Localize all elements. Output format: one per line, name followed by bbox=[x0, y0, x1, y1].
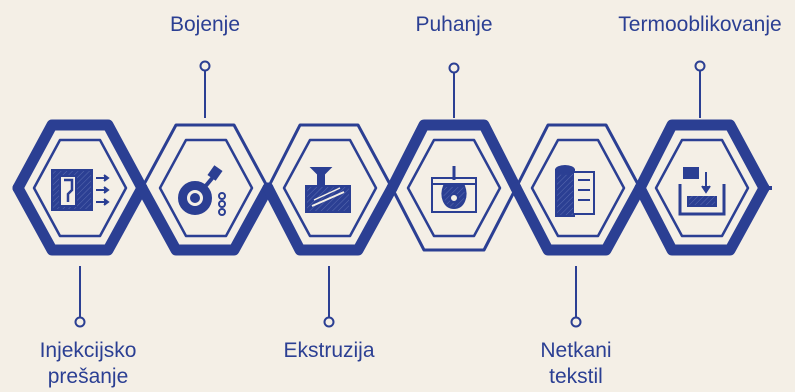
injection-molding-icon bbox=[51, 169, 110, 211]
hexagon-2-top bbox=[140, 123, 270, 190]
blow-molding-icon bbox=[431, 166, 477, 213]
hexagon-3-top bbox=[266, 123, 394, 190]
connector-pin-bottom-3 bbox=[570, 316, 582, 328]
hexagon-6-bottom bbox=[634, 182, 770, 256]
connector-pin-bottom-1 bbox=[74, 316, 86, 328]
hexagon-3-bottom bbox=[262, 182, 398, 256]
connector-pin-bottom-2 bbox=[323, 316, 335, 328]
hexagon-1-bottom bbox=[12, 182, 148, 256]
hexagon-4-top bbox=[386, 119, 522, 194]
label-extrusion: Ekstruzija bbox=[283, 339, 375, 362]
connector-pin-top-1 bbox=[199, 60, 211, 72]
connector-pin-top-3 bbox=[694, 60, 706, 72]
coloring-icon bbox=[178, 165, 226, 216]
connector-pin-top-2 bbox=[448, 62, 460, 74]
hexagon-5-bottom bbox=[510, 182, 646, 256]
nonwoven-textile-icon bbox=[555, 165, 595, 217]
label-coloring: Bojenje bbox=[169, 13, 241, 36]
label-thermoforming: Termooblikovanje bbox=[618, 13, 782, 36]
label-blow-molding: Puhanje bbox=[415, 13, 493, 36]
hexagon-5-top bbox=[514, 123, 642, 190]
hexagon-1-top bbox=[12, 119, 148, 194]
hexagon-6-top bbox=[634, 119, 770, 194]
extrusion-icon bbox=[305, 167, 351, 213]
label-injection-molding: Injekcijsko prešanje bbox=[39, 339, 137, 388]
hexagon-2-bottom bbox=[136, 182, 274, 256]
thermoforming-icon bbox=[678, 167, 726, 216]
hexagon-4-bottom bbox=[390, 186, 518, 252]
label-nonwoven-textile: Netkani tekstil bbox=[540, 339, 612, 388]
